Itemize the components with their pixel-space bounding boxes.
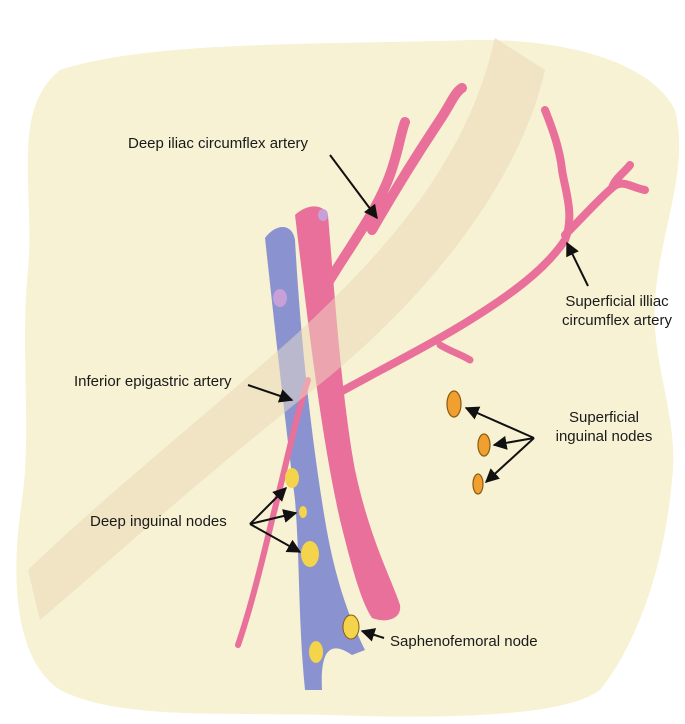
deep-iliac-circumflex-artery-vessel (313, 83, 467, 305)
label-superficial-iliac-line2: circumflex artery (561, 312, 673, 329)
superficial-inguinal-node-2 (477, 433, 491, 457)
deep-inguinal-node-4 (309, 641, 323, 663)
femoral-artery (295, 206, 401, 621)
inguinal-ligament-band (28, 38, 545, 620)
vessel-spot-1 (273, 289, 287, 307)
arrow-superficial-node-1 (464, 406, 535, 439)
superficial-artery-small-branch (436, 341, 474, 364)
label-superficial-inguinal-line2: inguinal nodes (555, 428, 653, 445)
arrow-deep-node-2 (249, 509, 298, 525)
arrow-deep-iliac-circumflex (329, 154, 378, 220)
saphenofemoral-node (342, 614, 360, 640)
arrow-deep-node-1 (249, 487, 287, 525)
superficial-inguinal-node-1 (446, 390, 462, 418)
arrow-saphenofemoral (360, 628, 385, 642)
label-saphenofemoral-node: Saphenofemoral node (390, 633, 538, 650)
ligament-overlay (28, 38, 545, 620)
leader-arrows (247, 154, 589, 642)
label-superficial-inguinal-nodes: Superficial inguinal nodes (540, 408, 668, 446)
arrow-superficial-node-3 (484, 437, 535, 483)
deep-inguinal-node-3 (301, 541, 319, 567)
label-superficial-iliac-line1: Superficial illiac (565, 293, 669, 310)
arrow-deep-node-3 (249, 523, 302, 553)
arrow-superficial-node-2 (492, 435, 535, 450)
superficial-inguinal-node-3 (472, 473, 484, 495)
superficial-iliac-circumflex-artery-vessel (331, 106, 649, 399)
label-superficial-iliac-circumflex-artery: Superficial illiac circumflex artery (552, 292, 682, 330)
skin-tissue-background (16, 39, 680, 717)
arrow-inferior-epigastric (247, 384, 294, 403)
deep-inguinal-node-2 (299, 506, 307, 518)
label-superficial-inguinal-line1: Superficial (568, 409, 640, 426)
vessel-spot-2 (318, 209, 328, 221)
arrow-superficial-iliac-circumflex (566, 241, 589, 287)
inferior-epigastric-artery-vessel (235, 377, 311, 648)
label-deep-inguinal-nodes: Deep inguinal nodes (90, 513, 227, 530)
label-deep-iliac-circumflex-artery: Deep iliac circumflex artery (128, 135, 309, 152)
label-inferior-epigastric-artery: Inferior epigastric artery (74, 373, 232, 390)
deep-inguinal-node-1 (285, 468, 299, 488)
femoral-vein (265, 227, 365, 690)
